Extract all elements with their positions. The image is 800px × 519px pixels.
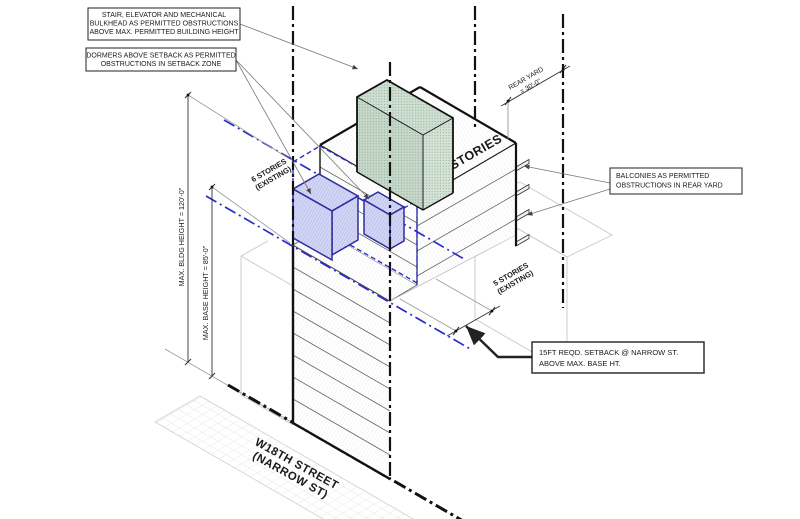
callout-dormers-l1: DORMERS ABOVE SETBACK AS PERMITTED	[86, 53, 235, 60]
callout-dormers: DORMERS ABOVE SETBACK AS PERMITTED OBSTR…	[85, 47, 237, 72]
callout-setback-l2: ABOVE MAX. BASE HT.	[539, 359, 621, 368]
callout-bulkhead-l1: STAIR, ELEVATOR AND MECHANICAL	[102, 12, 226, 19]
callout-setback-l1: 15FT REQD. SETBACK @ NARROW ST.	[539, 348, 678, 357]
sidewalk-strip	[154, 395, 415, 519]
height-dimensions: MAX. BLDG HEIGHT = 120'-0" MAX. BASE HEI…	[177, 91, 291, 380]
left-neighbor-label: 6 STORIES (EXISTING)	[250, 157, 294, 192]
leader-lines	[235, 23, 611, 216]
max-bldg-height-label: MAX. BLDG HEIGHT = 120'-0"	[177, 187, 186, 286]
rear-neighbor-label: 5 STORIES (EXISTING)	[492, 261, 536, 296]
callout-bulkhead-l3: ABOVE MAX. PERMITTED BUILDING HEIGHT	[90, 29, 240, 36]
base-roof-right-edge	[389, 234, 517, 302]
callout-balconies: BALCONIES AS PERMITTED OBSTRUCTIONS IN R…	[609, 167, 743, 195]
callout-setback: 15FT REQD. SETBACK @ NARROW ST. ABOVE MA…	[531, 341, 705, 374]
dormer-right	[362, 191, 406, 251]
callout-balconies-l2: OBSTRUCTIONS IN REAR YARD	[616, 183, 723, 190]
setback-dimension	[399, 278, 532, 359]
left-neighbor-building	[240, 240, 294, 426]
balcony-tabs	[515, 158, 530, 247]
bulkhead	[356, 78, 454, 211]
max-base-height-label: MAX. BASE HEIGHT = 85'-0"	[201, 245, 210, 340]
callout-balconies-l1: BALCONIES AS PERMITTED	[616, 173, 709, 180]
base-street-wall	[291, 244, 391, 481]
callout-dormers-l2: OBSTRUCTIONS IN SETBACK ZONE	[101, 61, 222, 68]
rear-yard-dimension: REAR YARD = 30'-0"	[500, 64, 571, 140]
dormer-left	[291, 173, 360, 262]
callout-bulkhead-l2: BULKHEAD AS PERMITTED OBSTRUCTIONS	[90, 21, 239, 28]
lot-line-verticals	[291, 6, 565, 480]
dormers	[291, 173, 406, 262]
callout-bulkhead: STAIR, ELEVATOR AND MECHANICAL BULKHEAD …	[87, 7, 241, 41]
